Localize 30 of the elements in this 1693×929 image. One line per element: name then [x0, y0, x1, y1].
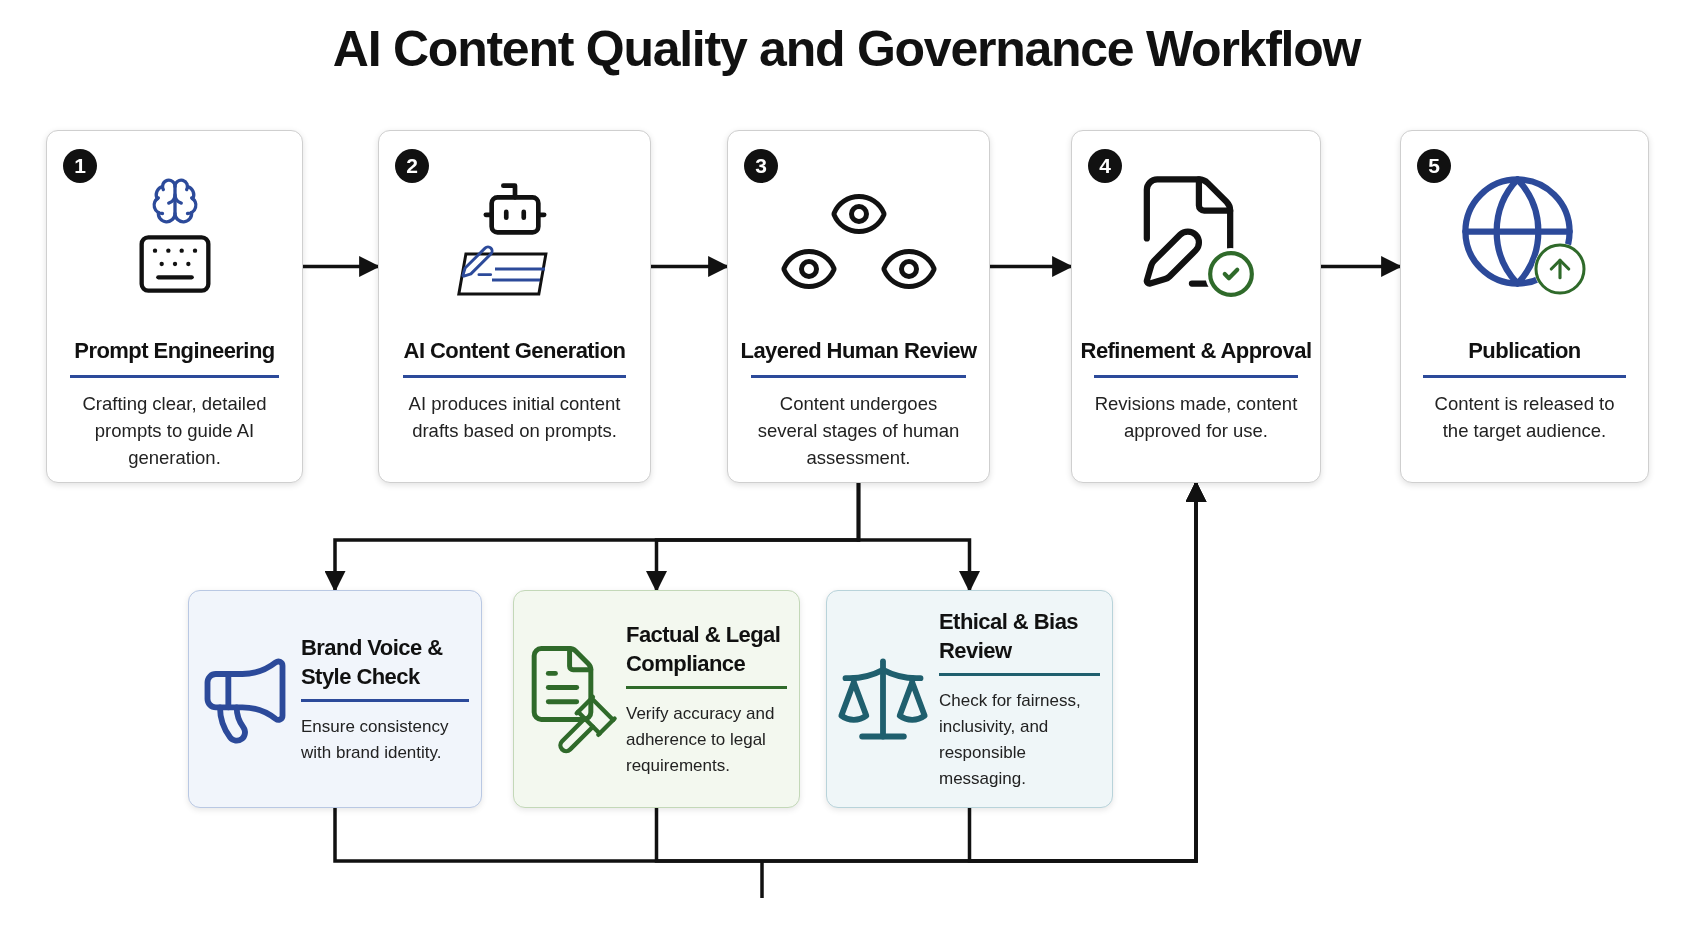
step-card	[378, 130, 651, 483]
review-card	[826, 590, 1113, 808]
step-number-badge: 5	[1417, 149, 1451, 183]
step-description: Crafting clear, detailed prompts to guide AI generation.	[81, 392, 268, 470]
review-card	[188, 590, 482, 808]
step-title: AI Content Generation	[403, 337, 626, 365]
step-description: Revisions made, content approved for use.	[1093, 392, 1299, 443]
step-card	[46, 130, 303, 483]
review-title: Brand Voice & Style Check	[301, 633, 444, 691]
step-number-badge: 2	[395, 149, 429, 183]
review-description: Check for fairness, inclusivity, and responsible messaging.	[939, 689, 1082, 790]
step-card	[727, 130, 990, 483]
review-description: Verify accuracy and adherence to legal requirements.	[626, 702, 776, 777]
diagram-title: AI Content Quality and Governance Workflow	[332, 20, 1361, 79]
step-number-badge: 4	[1088, 149, 1122, 183]
step-number-badge: 1	[63, 149, 97, 183]
step-description: Content is released to the target audience.	[1433, 392, 1616, 443]
review-description: Ensure consistency with brand identity.	[301, 715, 450, 764]
step-description: Content undergoes several stages of human assessment.	[756, 392, 961, 470]
review-title: Ethical & Bias Review	[939, 607, 1080, 665]
review-title: Factual & Legal Compliance	[626, 620, 782, 678]
step-title: Refinement & Approval	[1080, 337, 1312, 365]
step-card	[1400, 130, 1649, 483]
step-description: AI produces initial content drafts based on prompts.	[407, 392, 622, 443]
step-title: Layered Human Review	[740, 337, 977, 365]
step-number-badge: 3	[744, 149, 778, 183]
step-title: Prompt Engineering	[74, 337, 275, 365]
step-title: Publication	[1468, 337, 1581, 365]
step-card	[1071, 130, 1321, 483]
review-card	[513, 590, 800, 808]
